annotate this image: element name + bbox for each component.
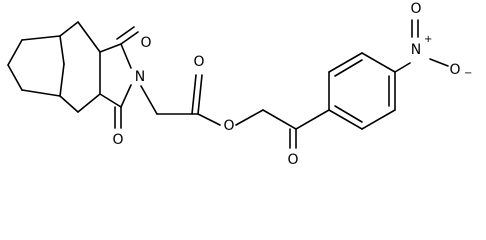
linker-bonds [140, 74, 330, 149]
benzene-ring-bonds [328, 52, 411, 130]
nitro-nitrogen-charge: + [424, 34, 432, 45]
bicyclic-ring-bonds [7, 21, 101, 113]
chemical-structure-diagram: O N O O O O N + O O − [7, 1, 472, 168]
nitro-oxygen-top: O [410, 1, 421, 17]
imide-nitrogen: N [135, 69, 145, 85]
imide-ring-bonds [99, 26, 139, 129]
ketone-oxygen: O [287, 152, 298, 168]
ester-oxygen: O [223, 118, 234, 134]
imide-oxygen-top: O [140, 35, 151, 51]
nitro-oxygen-right: O [449, 62, 460, 78]
ester-carbonyl-oxygen: O [193, 54, 204, 70]
nitro-nitrogen: N [411, 42, 421, 58]
nitro-group-bonds [411, 19, 449, 67]
imide-oxygen-bottom: O [112, 132, 123, 148]
nitro-oxygen-charge: − [464, 68, 472, 79]
